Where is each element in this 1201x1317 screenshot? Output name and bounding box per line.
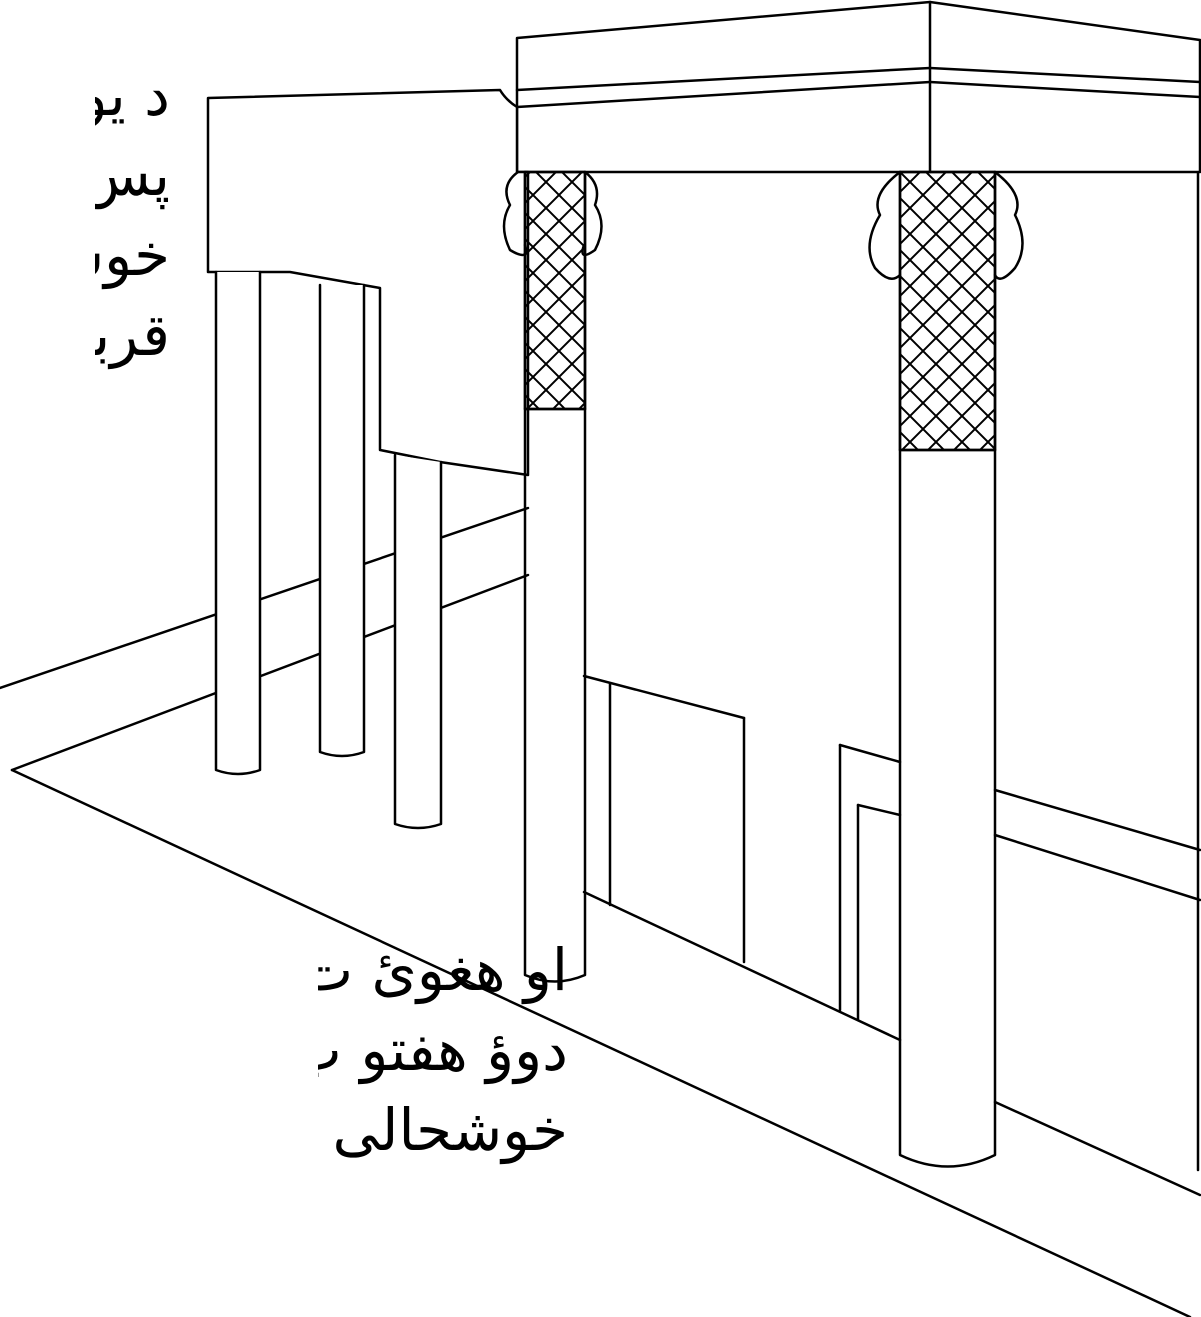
doorway-left — [582, 674, 746, 964]
top-caption-line-4: قربان — [95, 301, 170, 369]
top-caption-line-1: د يو — [95, 61, 170, 129]
bottom-caption-line-2: دوؤ هفتو پ — [318, 1016, 568, 1084]
back-wall — [993, 170, 1201, 1172]
floor — [0, 506, 1201, 1317]
bottom-caption-line-3: خوشحالی — [332, 1096, 568, 1164]
top-caption-line-3: خوش — [95, 221, 170, 289]
column-near-right — [868, 170, 1024, 1168]
top-caption: د يو پس، خوش قربان — [95, 55, 170, 475]
doorway-right — [838, 743, 902, 1022]
far-roof — [206, 88, 530, 477]
far-columns — [214, 270, 443, 830]
top-caption-line-2: پس، — [95, 141, 170, 209]
roof-beam — [515, 0, 1201, 174]
column-near-left — [502, 170, 603, 983]
